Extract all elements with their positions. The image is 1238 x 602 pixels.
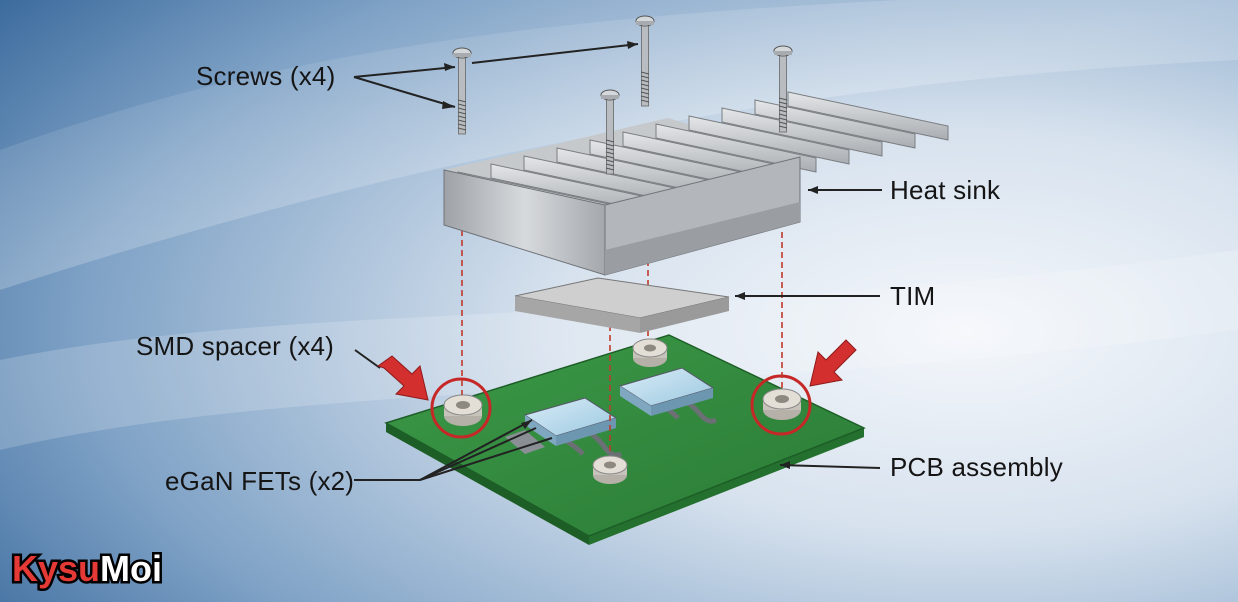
egan-fet-left	[505, 397, 623, 458]
heat-sink-fin	[655, 123, 817, 173]
screws	[452, 15, 793, 175]
kysumoi-logo: KysuMoi	[10, 546, 165, 592]
smd-spacer-front	[592, 455, 628, 484]
pcb-board	[384, 334, 866, 545]
highlight-circle-right	[750, 374, 812, 436]
kysumoi-logo-text: KysuMoi	[12, 548, 162, 589]
smd-spacer-left	[443, 394, 483, 426]
smd-spacer-right	[762, 388, 802, 420]
smd-spacer-back	[632, 338, 668, 367]
screw	[452, 47, 472, 135]
heat-sink-fin	[721, 107, 883, 157]
label-heat-sink: Heat sink	[890, 175, 1001, 205]
heat-sink-fin	[754, 99, 916, 149]
label-screws: Screws (x4)	[196, 61, 336, 91]
heat-sink	[443, 91, 949, 276]
egan-fet-right	[618, 367, 718, 424]
highlight-circle-left	[430, 377, 492, 439]
screw	[635, 15, 655, 107]
screw	[773, 45, 793, 133]
screw	[600, 89, 620, 175]
callout-lines	[353, 43, 882, 481]
heat-sink-fin	[688, 115, 850, 165]
label-egan-fets: eGaN FETs (x2)	[165, 466, 355, 496]
pointer-arrow-right	[809, 339, 857, 387]
label-pcb-assembly: PCB assembly	[890, 452, 1063, 482]
label-smd-spacer: SMD spacer (x4)	[136, 331, 335, 361]
tim-pad	[514, 277, 730, 333]
heat-sink-fins	[457, 91, 949, 221]
callout-arrowheads	[442, 41, 818, 469]
heat-sink-fin	[787, 91, 949, 141]
pointer-arrow-left	[376, 355, 429, 401]
label-tim: TIM	[890, 281, 936, 311]
